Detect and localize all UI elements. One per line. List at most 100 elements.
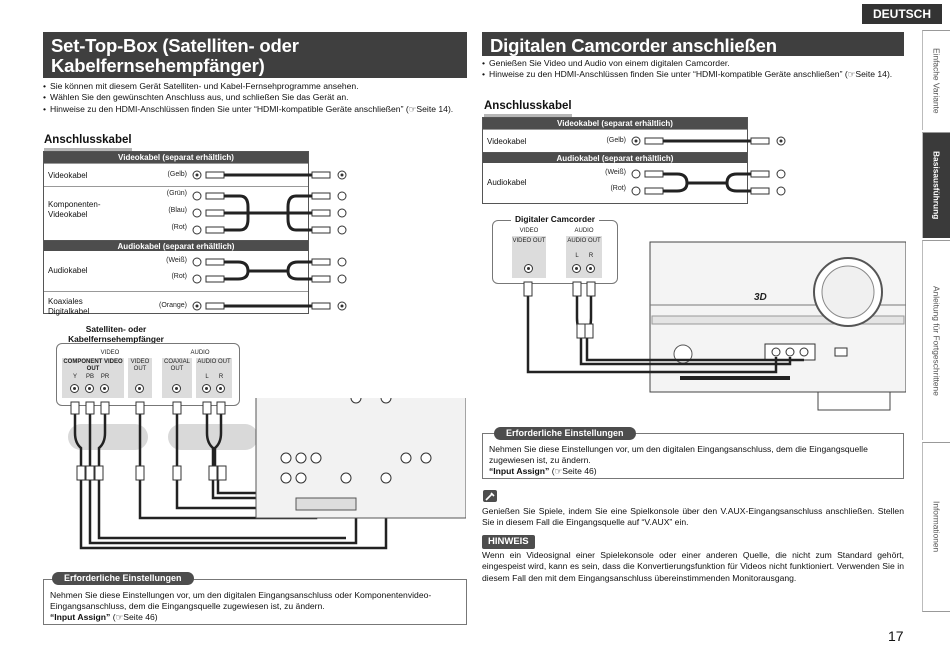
- video-cable-icon: [192, 170, 347, 180]
- video-cable-icon: [631, 136, 786, 146]
- left-settings-note: Nehmen Sie diese Einstellungen vor, um d…: [43, 579, 467, 625]
- page-number: 17: [888, 628, 904, 644]
- stb-audio-l-jack: [202, 384, 211, 393]
- stb-y-label: Y: [72, 374, 77, 380]
- hinweis-title: HINWEIS: [482, 535, 535, 549]
- cam-video-out-label: VIDEO OUT: [512, 238, 546, 244]
- left-section-title: Anschlusskabel: [44, 134, 132, 151]
- stb-component-label: COMPONENT VIDEO OUT: [63, 359, 123, 372]
- note-ref-bold: “Input Assign”: [489, 466, 550, 477]
- stb-coax-jack: [172, 384, 181, 393]
- stb-pb-label: PB: [85, 374, 94, 380]
- table-row: Koaxiales Digitalkabel (Orange): [44, 291, 347, 321]
- row-label: Komponenten-Videokabel: [48, 200, 101, 219]
- note-ref-bold: “Input Assign”: [50, 612, 111, 623]
- stb-audio-r-jack: [216, 384, 225, 393]
- row-label: Audiokabel: [487, 178, 527, 187]
- stb-audio-group-label: AUDIO: [190, 350, 210, 356]
- camcorder-wiring-diagram: [523, 241, 906, 411]
- right-section-title: Anschlusskabel: [484, 100, 572, 117]
- stb-video-group-label: VIDEO: [100, 350, 120, 356]
- list-item: Hinweise zu den HDMI-Anschlüssen finden …: [43, 104, 467, 116]
- audio-cable-header: Audiokabel (separat erhältlich): [44, 240, 308, 251]
- cam-audio-r-label: R: [588, 253, 594, 259]
- row-label: Videokabel: [48, 171, 88, 180]
- audio-cable-icon: [192, 257, 347, 284]
- left-cable-table: Videokabel (separat erhältlich) Videokab…: [43, 151, 347, 316]
- receiver-3d-badge: 3D: [754, 292, 767, 303]
- component-pr-jack: [100, 384, 109, 393]
- table-row: Audiokabel (Weiß) (Rot): [483, 163, 786, 203]
- row-sublabel: (Blau): [168, 207, 187, 214]
- list-item: Genießen Sie Video und Audio von einem d…: [482, 58, 904, 70]
- stb-pr-label: PR: [100, 374, 110, 380]
- right-note-title: Erforderliche Einstellungen: [494, 427, 636, 440]
- row-label: Koaxiales Digitalkabel: [48, 297, 90, 316]
- table-row: Audiokabel (Weiß) (Rot): [44, 251, 347, 291]
- row-sublabel: (Gelb): [167, 171, 187, 178]
- video-cable-header: Videokabel (separat erhältlich): [44, 152, 308, 163]
- stb-audio-out-label: AUDIO OUT: [197, 359, 231, 365]
- right-title: Digitalen Camcorder anschließen: [482, 32, 904, 56]
- right-cable-table: Videokabel (separat erhältlich) Videokab…: [482, 117, 786, 204]
- stb-video-jack: [135, 384, 144, 393]
- left-title-line1: Set-Top-Box (Satelliten- oder Kabelferns…: [51, 35, 299, 76]
- left-title: Set-Top-Box (Satelliten- oder Kabelferns…: [43, 32, 467, 96]
- audio-bundle-shade: [168, 424, 258, 450]
- side-tab-informationen[interactable]: Informationen: [922, 442, 950, 612]
- cam-audio-l-label: L: [575, 253, 579, 259]
- table-row: Videokabel (Gelb): [483, 129, 786, 152]
- stb-device-title: Satelliten- oder Kabelfernsehempfänger: [60, 324, 172, 344]
- component-y-jack: [70, 384, 79, 393]
- side-tab-einfache-variante[interactable]: Einfache Variante: [922, 30, 950, 130]
- left-note-title: Erforderliche Einstellungen: [52, 572, 194, 585]
- component-bundle-shade: [68, 424, 148, 450]
- camcorder-title: Digitaler Camcorder: [511, 214, 599, 224]
- tip-icon: [483, 490, 497, 502]
- note-ref-link[interactable]: (☞Seite 46): [112, 612, 158, 623]
- right-bullets: Genießen Sie Video und Audio von einem d…: [482, 58, 904, 81]
- stb-device-box: [56, 343, 240, 406]
- row-sublabel: (Weiß): [166, 257, 187, 264]
- row-sublabel: (Gelb): [606, 137, 626, 144]
- hinweis-text: Wenn ein Videosignal einer Spielekonsole…: [482, 550, 904, 583]
- component-pb-jack: [85, 384, 94, 393]
- cam-audio-l-jack: [572, 264, 581, 273]
- language-tab: DEUTSCH: [862, 4, 942, 24]
- row-sublabel: (Orange): [158, 302, 187, 309]
- row-sublabel: (Grün): [166, 190, 187, 197]
- cam-video-group-label: VIDEO: [519, 228, 539, 234]
- stb-wiring-diagram: [68, 398, 466, 550]
- video-cable-header: Videokabel (separat erhältlich): [483, 118, 747, 129]
- side-tab-basisausfuehrung[interactable]: Basisausführung: [922, 132, 950, 238]
- row-sublabel: (Rot): [171, 273, 187, 280]
- note-text: Nehmen Sie diese Einstellungen vor, um d…: [50, 590, 432, 612]
- coaxial-cable-icon: [192, 301, 347, 311]
- table-row: Videokabel (Gelb): [44, 163, 347, 186]
- stb-audio-l-label: L: [205, 374, 209, 380]
- stb-video-out-label: VIDEO OUT: [130, 359, 150, 372]
- cam-audio-group-label: AUDIO: [574, 228, 594, 234]
- table-row: Komponenten-Videokabel (Grün) (Blau) (Ro…: [44, 186, 347, 240]
- tip-text: Genießen Sie Spiele, indem Sie eine Spie…: [482, 506, 904, 528]
- row-sublabel: (Rot): [610, 185, 626, 192]
- stb-audio-r-label: R: [218, 374, 224, 380]
- cam-video-jack: [524, 264, 533, 273]
- note-ref-link[interactable]: (☞Seite 46): [551, 466, 597, 477]
- row-sublabel: (Weiß): [605, 169, 626, 176]
- right-settings-note: Nehmen Sie diese Einstellungen vor, um d…: [482, 433, 904, 479]
- cam-audio-out-label: AUDIO OUT: [567, 238, 601, 244]
- audio-cable-header: Audiokabel (separat erhältlich): [483, 152, 747, 163]
- note-text: Nehmen Sie diese Einstellungen vor, um d…: [489, 444, 868, 466]
- list-item: Wählen Sie den gewünschten Anschluss aus…: [43, 92, 467, 104]
- component-cable-icon: [192, 191, 347, 235]
- audio-cable-icon: [631, 169, 786, 196]
- cam-audio-r-jack: [586, 264, 595, 273]
- left-bullets: Sie können mit diesem Gerät Satelliten- …: [43, 81, 467, 116]
- list-item: Hinweise zu den HDMI-Anschlüssen finden …: [482, 69, 904, 81]
- row-sublabel: (Rot): [171, 224, 187, 231]
- stb-coax-label: COAXIAL OUT: [163, 359, 190, 372]
- row-label: Videokabel: [487, 137, 527, 146]
- list-item: Sie können mit diesem Gerät Satelliten- …: [43, 81, 467, 93]
- side-tab-fortgeschrittene[interactable]: Anleitung für Fortgeschrittene: [922, 240, 950, 440]
